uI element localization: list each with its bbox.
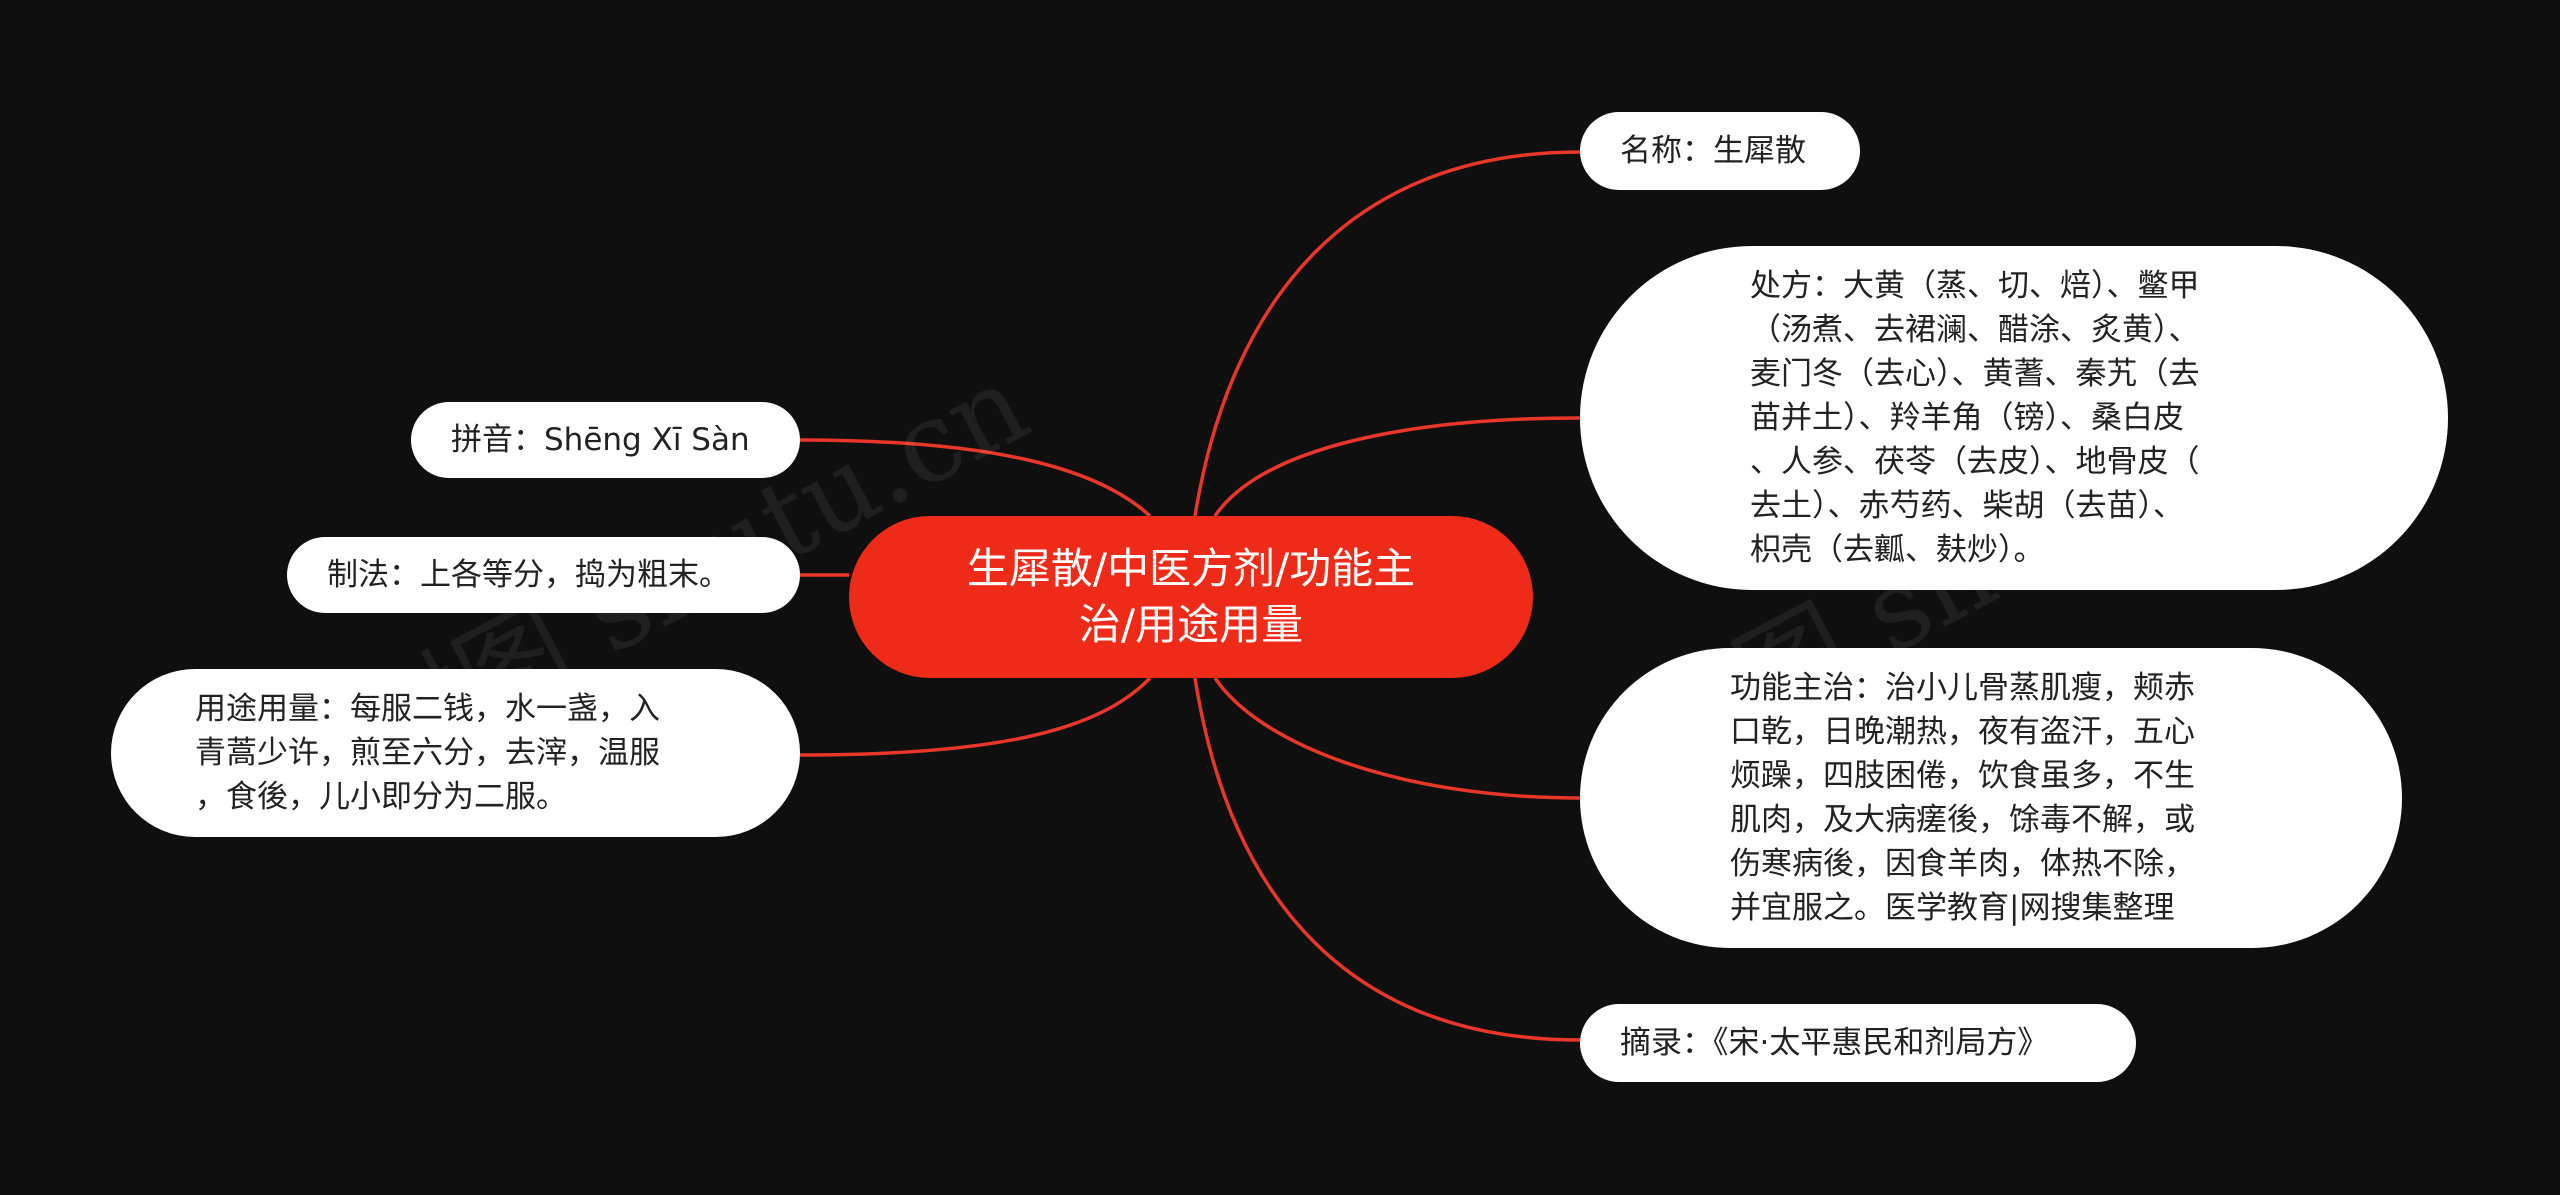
- connector-pinyin: [799, 438, 1152, 518]
- node-chufang-text: 处方：大黄（蒸、切、焙）、鳖甲 （汤煮、去裙澜、醋涂、炙黄）、 麦门冬（去心）、…: [1750, 268, 2200, 568]
- node-zhailu-text: 摘录：《宋·太平惠民和剂局方》: [1620, 1025, 2049, 1061]
- node-yongtu-text: 用途用量：每服二钱，水一盏，入 青蒿少许，煎至六分，去滓，温服 ，食後，儿小即分…: [195, 691, 660, 815]
- central-topic-label: 生犀散/中医方剂/功能主 治/用途用量: [966, 544, 1416, 649]
- central-topic-node[interactable]: 生犀散/中医方剂/功能主 治/用途用量: [849, 516, 1533, 678]
- connector-yongtu: [799, 676, 1152, 757]
- connector-gongneng: [1213, 677, 1581, 800]
- node-yongtu[interactable]: 用途用量：每服二钱，水一盏，入 青蒿少许，煎至六分，去滓，温服 ，食後，儿小即分…: [111, 669, 800, 837]
- node-mingcheng-text: 名称：生犀散: [1620, 133, 1806, 169]
- node-chufang[interactable]: 处方：大黄（蒸、切、焙）、鳖甲 （汤煮、去裙澜、醋涂、炙黄）、 麦门冬（去心）、…: [1580, 246, 2448, 590]
- node-mingcheng[interactable]: 名称：生犀散: [1580, 112, 1860, 190]
- connector-chufang: [1213, 416, 1581, 517]
- node-gongneng-text: 功能主治：治小儿骨蒸肌瘦，颊赤 口乾，日晚潮热，夜有盗汗，五心 烦躁，四肢困倦，…: [1730, 670, 2195, 926]
- node-pinyin-text: 拼音：Shēng Xī Sàn: [451, 422, 750, 458]
- connector-zhailu: [1193, 677, 1581, 1042]
- node-zhifa-text: 制法：上各等分，捣为粗末。: [327, 557, 730, 593]
- connector-mingcheng: [1193, 150, 1581, 517]
- node-pinyin[interactable]: 拼音：Shēng Xī Sàn: [411, 402, 800, 478]
- node-zhifa[interactable]: 制法：上各等分，捣为粗末。: [287, 537, 800, 613]
- node-zhailu[interactable]: 摘录：《宋·太平惠民和剂局方》: [1580, 1004, 2136, 1082]
- node-gongneng[interactable]: 功能主治：治小儿骨蒸肌瘦，颊赤 口乾，日晚潮热，夜有盗汗，五心 烦躁，四肢困倦，…: [1580, 648, 2402, 948]
